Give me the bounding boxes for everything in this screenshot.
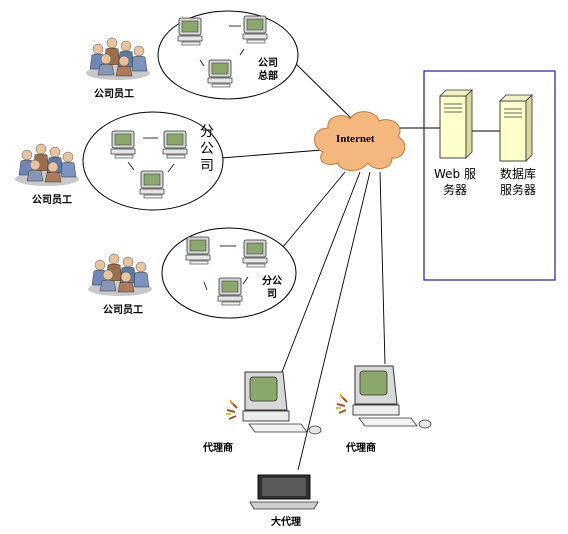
branch2-computer-icon xyxy=(217,277,243,306)
staff-group-icon xyxy=(85,37,151,81)
agent1-label: 代理商 xyxy=(203,443,233,454)
web-server-label-line2: 务器 xyxy=(442,183,467,197)
laptop-icon xyxy=(249,474,319,510)
hq-staff-label: 公司员工 xyxy=(94,89,134,100)
branch2-staff-label: 公司员工 xyxy=(103,305,143,316)
hq-computer-icon xyxy=(177,17,203,46)
internet-label: Internet xyxy=(336,133,375,145)
branch2-computer-icon xyxy=(185,236,211,265)
branch1-label-char: 公 xyxy=(200,141,214,157)
staff-group-icon xyxy=(87,253,153,297)
internet-cloud xyxy=(314,111,406,171)
staff-group-icon xyxy=(14,143,80,187)
main-agent-label: 大代理 xyxy=(271,517,301,528)
branch1-computer-icon xyxy=(110,130,136,159)
hq-computer-icon xyxy=(207,59,233,88)
hq-label: 公司 总部 xyxy=(258,57,278,83)
hq-label-line2: 总部 xyxy=(258,71,278,82)
web-server-icon xyxy=(439,89,473,159)
web-server-label-line1: Web 服 xyxy=(434,167,476,181)
server-zone-box xyxy=(423,70,556,281)
branch2-label-line1: 分公 xyxy=(262,276,282,287)
db-server-label-line2: 服务器 xyxy=(500,183,537,197)
agent2-label: 代理商 xyxy=(346,443,376,454)
branch1-label-char: 司 xyxy=(200,158,214,174)
connection-lines xyxy=(220,59,500,471)
branch2-computer-icon xyxy=(242,239,268,268)
branch2-label: 分公 司 xyxy=(262,275,282,301)
database-server-icon xyxy=(499,94,533,162)
db-server-label-line1: 数据库 xyxy=(500,167,537,181)
web-server-label: Web 服 务器 xyxy=(434,166,476,198)
branch1-computer-icon xyxy=(162,130,188,159)
agent-computer-icon xyxy=(225,371,322,435)
branch1-label-char: 分 xyxy=(200,124,214,140)
hq-computer-icon xyxy=(242,15,268,44)
branch1-computer-icon xyxy=(139,170,165,199)
db-server-label: 数据库 服务器 xyxy=(500,166,536,198)
agent-computer-icon xyxy=(335,365,432,429)
branch1-staff-label: 公司员工 xyxy=(32,195,72,206)
branch2-label-line2: 司 xyxy=(267,289,277,300)
branch1-label: 分 公 司 xyxy=(200,124,214,175)
hq-label-line1: 公司 xyxy=(258,58,278,69)
